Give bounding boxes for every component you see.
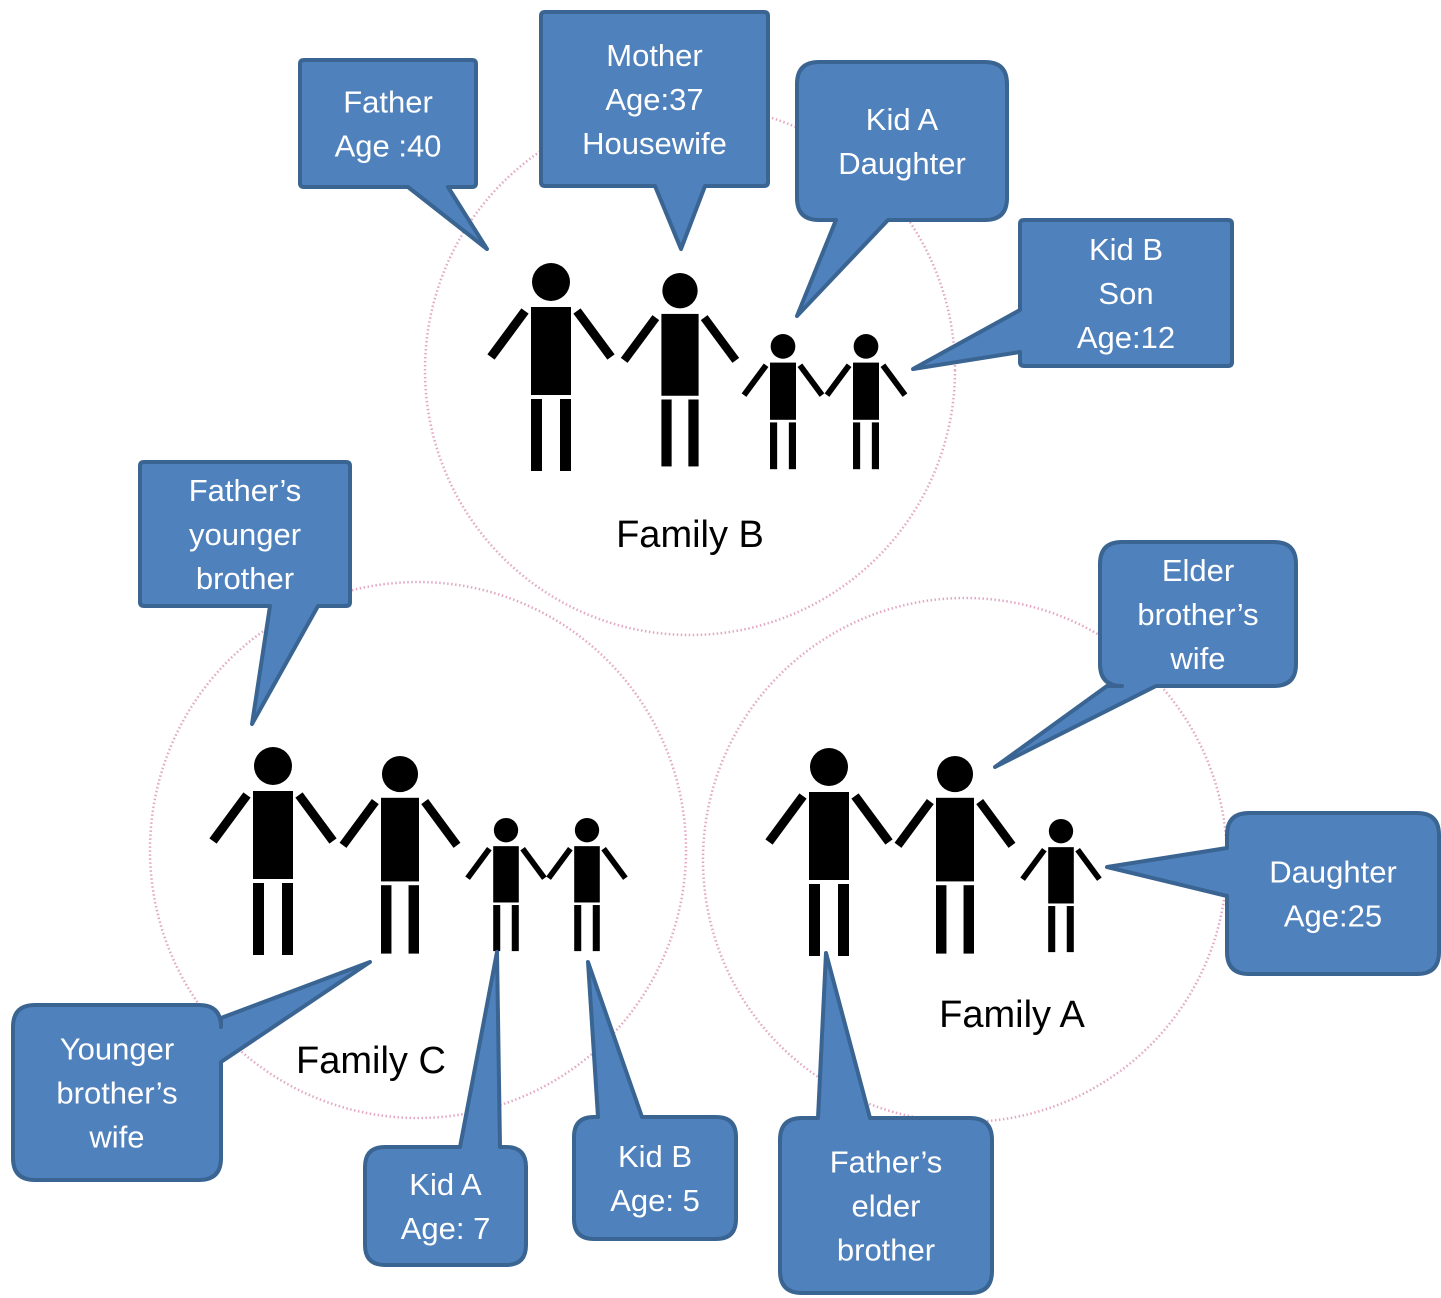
c-kid-b-callout-line: Age: 5 <box>610 1183 700 1218</box>
family-b-father-figure <box>487 263 615 471</box>
family-b-kid-a-figure <box>741 334 825 470</box>
b-kid-b-callout-line: Son <box>1098 276 1153 311</box>
c-mother-callout: Younger brother’s wife <box>11 960 372 1182</box>
a-father-callout-line: brother <box>837 1233 935 1268</box>
a-mother-callout-line: wife <box>1169 641 1225 676</box>
c-mother-callout-line: Younger <box>60 1032 174 1067</box>
a-father-callout: Father’s elder brother <box>778 951 994 1295</box>
b-father-callout-box <box>298 58 489 251</box>
c-kid-a-callout: Kid A Age: 7 <box>363 950 528 1267</box>
family-a-label: Family A <box>939 994 1085 1036</box>
a-father-callout-line: elder <box>852 1189 921 1224</box>
family-b-label: Family B <box>616 514 764 556</box>
b-mother-callout-box <box>539 10 770 251</box>
family-a-father-figure <box>765 748 893 956</box>
a-father-callout-box <box>778 951 994 1295</box>
family-c-kid-b-figure <box>546 818 628 952</box>
a-mother-callout: Elder brother’s wife <box>993 540 1298 769</box>
b-mother-callout-line: Mother <box>606 38 702 73</box>
family-a-daughter-figure <box>1020 819 1102 953</box>
a-father-callout-line: Father’s <box>830 1145 943 1180</box>
a-mother-callout-line: Elder <box>1162 553 1234 588</box>
b-kid-a-callout-line: Daughter <box>838 146 966 181</box>
b-kid-a-callout: Kid A Daughter <box>795 60 1009 318</box>
c-father-callout-line: younger <box>189 517 301 552</box>
b-kid-a-callout-line: Kid A <box>866 102 939 137</box>
family-b-kid-b-figure <box>824 334 908 470</box>
c-father-callout-box <box>138 460 352 726</box>
c-father-callout-line: Father’s <box>189 473 302 508</box>
family-c-label: Family C <box>296 1040 446 1082</box>
b-kid-a-callout-box <box>795 60 1009 318</box>
c-kid-b-callout: Kid B Age: 5 <box>572 960 738 1241</box>
c-kid-a-callout-line: Kid A <box>409 1167 482 1202</box>
a-daughter-callout-line: Daughter <box>1269 855 1397 890</box>
c-father-callout-line: brother <box>196 561 294 596</box>
family-c-mother-figure <box>339 756 461 954</box>
family-b-mother-figure <box>620 273 740 467</box>
family-c-circle <box>148 580 688 1120</box>
a-daughter-callout-box <box>1105 811 1441 976</box>
b-father-callout-line: Age :40 <box>335 129 442 164</box>
c-kid-a-callout-box <box>363 950 528 1267</box>
b-father-callout-line: Father <box>343 85 433 120</box>
a-daughter-callout-line: Age:25 <box>1284 899 1382 934</box>
family-c-father-figure <box>209 747 337 955</box>
a-mother-callout-line: brother’s <box>1137 597 1258 632</box>
c-kid-a-callout-line: Age: 7 <box>401 1211 491 1246</box>
c-kid-b-callout-box <box>572 960 738 1241</box>
family-c-kid-a-figure <box>465 818 547 952</box>
c-father-callout: Father’s younger brother <box>138 460 352 726</box>
family-figures <box>209 263 1102 956</box>
b-mother-callout-line: Housewife <box>582 126 727 161</box>
b-kid-b-callout-line: Kid B <box>1089 232 1163 267</box>
a-mother-callout-box <box>993 540 1298 769</box>
b-kid-b-callout-line: Age:12 <box>1077 320 1175 355</box>
family-a-mother-figure <box>894 756 1016 954</box>
c-mother-callout-line: brother’s <box>56 1076 177 1111</box>
b-kid-b-callout-box <box>911 218 1234 371</box>
c-mother-callout-box <box>11 960 372 1182</box>
b-mother-callout-line: Age:37 <box>605 82 703 117</box>
c-kid-b-callout-line: Kid B <box>618 1139 692 1174</box>
c-mother-callout-line: wife <box>88 1120 144 1155</box>
